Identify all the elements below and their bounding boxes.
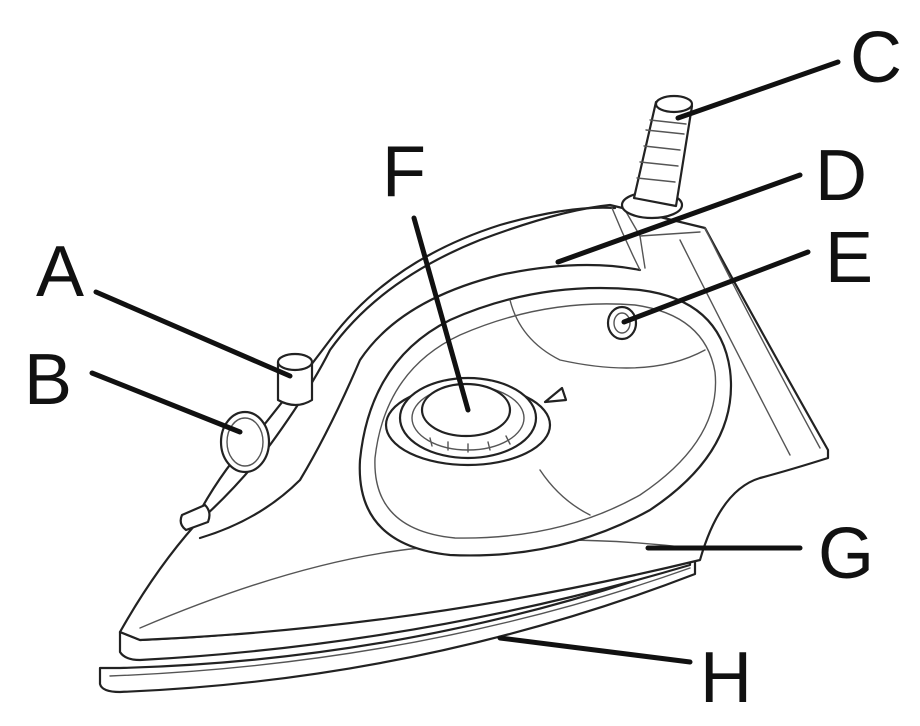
cord-guard bbox=[620, 94, 694, 220]
label-g: G bbox=[818, 514, 874, 594]
spray-button bbox=[276, 352, 314, 407]
leader-h bbox=[497, 635, 693, 665]
leader-a bbox=[93, 289, 293, 379]
leader-lines bbox=[89, 59, 841, 665]
leader-e bbox=[621, 249, 811, 325]
dial-indicator-icon bbox=[543, 386, 568, 404]
leader-f bbox=[411, 215, 471, 413]
leader-b bbox=[89, 370, 243, 435]
label-a: A bbox=[36, 232, 84, 312]
spray-nozzle bbox=[179, 503, 211, 532]
label-d: D bbox=[815, 136, 867, 216]
label-e: E bbox=[825, 218, 873, 298]
label-h: H bbox=[700, 638, 752, 718]
temperature-dial bbox=[384, 376, 552, 467]
steam-burst-button bbox=[219, 410, 271, 474]
leader-d bbox=[555, 172, 803, 265]
leader-c bbox=[675, 59, 841, 121]
label-c: C bbox=[850, 18, 902, 98]
label-f: F bbox=[382, 132, 426, 212]
label-b: B bbox=[24, 340, 72, 420]
